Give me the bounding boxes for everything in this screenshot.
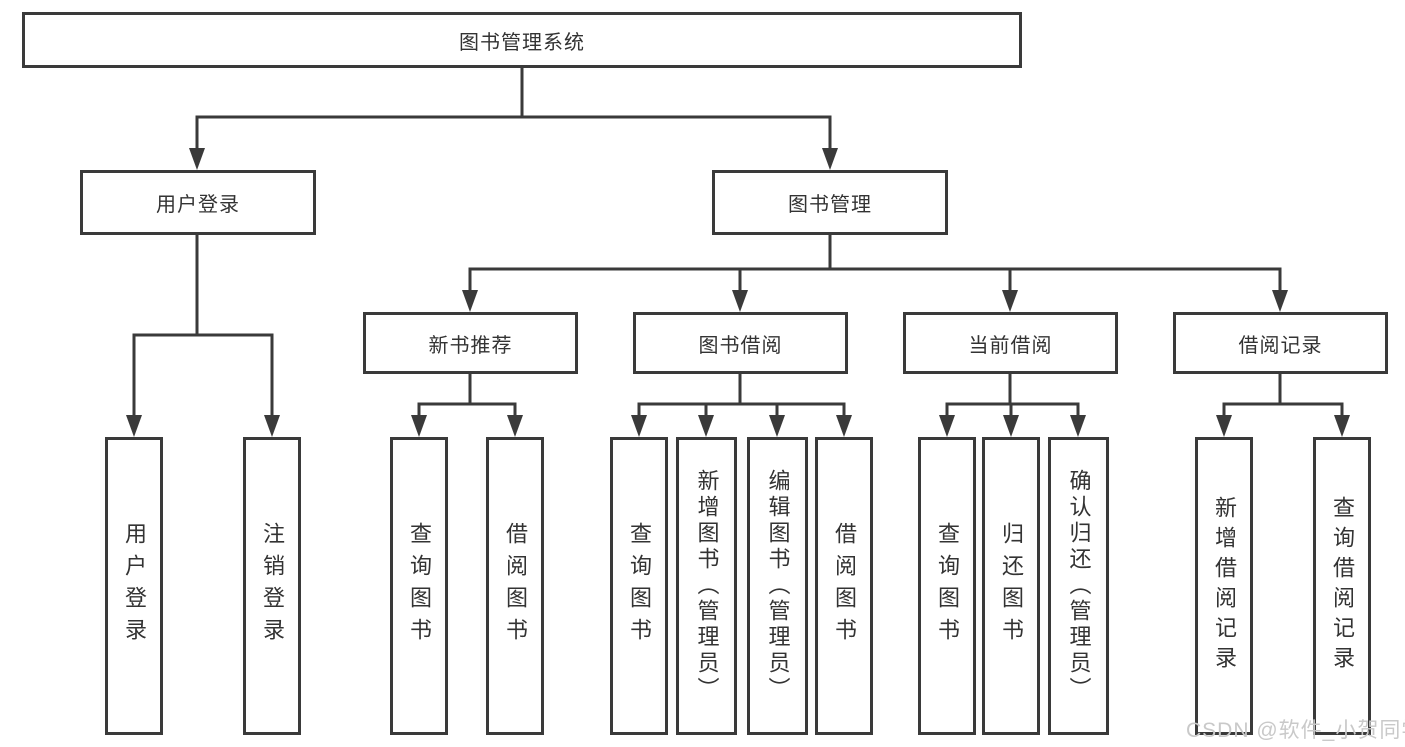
- connector-root-split: [189, 67, 838, 170]
- node-leaf-query-borrow-record: 查询借阅记录: [1313, 437, 1371, 735]
- node-book-borrow: 图书借阅: [633, 312, 848, 374]
- node-user-login: 用户登录: [80, 170, 316, 235]
- node-label: 编辑图书（管理员）: [765, 469, 791, 703]
- connector-new-books-split: [411, 374, 523, 437]
- node-label: 归还图书: [999, 522, 1024, 650]
- node-label: 图书管理: [788, 194, 872, 216]
- node-leaf-query-books-recommend: 查询图书: [390, 437, 448, 735]
- node-label: 新增借阅记录: [1212, 496, 1237, 676]
- node-leaf-add-borrow-record: 新增借阅记录: [1195, 437, 1253, 735]
- node-leaf-logout: 注销登录: [243, 437, 301, 735]
- connector-book-mgmt-split: [462, 235, 1288, 312]
- node-leaf-confirm-return-admin: 确认归还（管理员）: [1048, 437, 1109, 735]
- watermark: CSDN @软件_小贺同学: [1186, 719, 1405, 742]
- node-leaf-user-login: 用户登录: [105, 437, 163, 735]
- node-label: 新书推荐: [428, 334, 513, 357]
- node-leaf-borrow-books: 借阅图书: [815, 437, 873, 735]
- node-label: 注销登录: [260, 522, 285, 650]
- node-leaf-add-books-admin: 新增图书（管理员）: [676, 437, 737, 735]
- node-label: 新增图书（管理员）: [694, 469, 720, 703]
- node-borrow-records: 借阅记录: [1173, 312, 1388, 374]
- node-label: 当前借阅: [968, 334, 1053, 357]
- node-book-management: 图书管理: [712, 170, 948, 235]
- node-library-management-system: 图书管理系统: [22, 12, 1022, 68]
- node-current-borrow: 当前借阅: [903, 312, 1118, 374]
- node-leaf-query-books-borrow: 查询图书: [610, 437, 668, 735]
- node-label: 图书借阅: [698, 334, 783, 357]
- node-label: 借阅图书: [503, 522, 528, 650]
- node-label: 查询借阅记录: [1330, 496, 1355, 676]
- connector-user-login-split: [126, 235, 280, 437]
- node-label: 借阅记录: [1238, 334, 1323, 357]
- connector-book-borrow-split: [631, 374, 852, 437]
- node-label: 确认归还（管理员）: [1066, 469, 1092, 703]
- node-leaf-query-books-current: 查询图书: [918, 437, 976, 735]
- connector-borrow-records-split: [1216, 374, 1350, 437]
- node-leaf-return-books: 归还图书: [982, 437, 1040, 735]
- node-label: 借阅图书: [832, 522, 857, 650]
- node-new-book-recommend: 新书推荐: [363, 312, 578, 374]
- node-label: 查询图书: [627, 522, 652, 650]
- node-leaf-edit-books-admin: 编辑图书（管理员）: [747, 437, 808, 735]
- node-label: 查询图书: [935, 522, 960, 650]
- connector-current-borrow-split: [939, 374, 1086, 437]
- node-label: 查询图书: [407, 522, 432, 650]
- node-label: 用户登录: [156, 194, 240, 216]
- node-label: 用户登录: [122, 522, 147, 650]
- node-leaf-borrow-books-recommend: 借阅图书: [486, 437, 544, 735]
- node-label: 图书管理系统: [459, 31, 585, 54]
